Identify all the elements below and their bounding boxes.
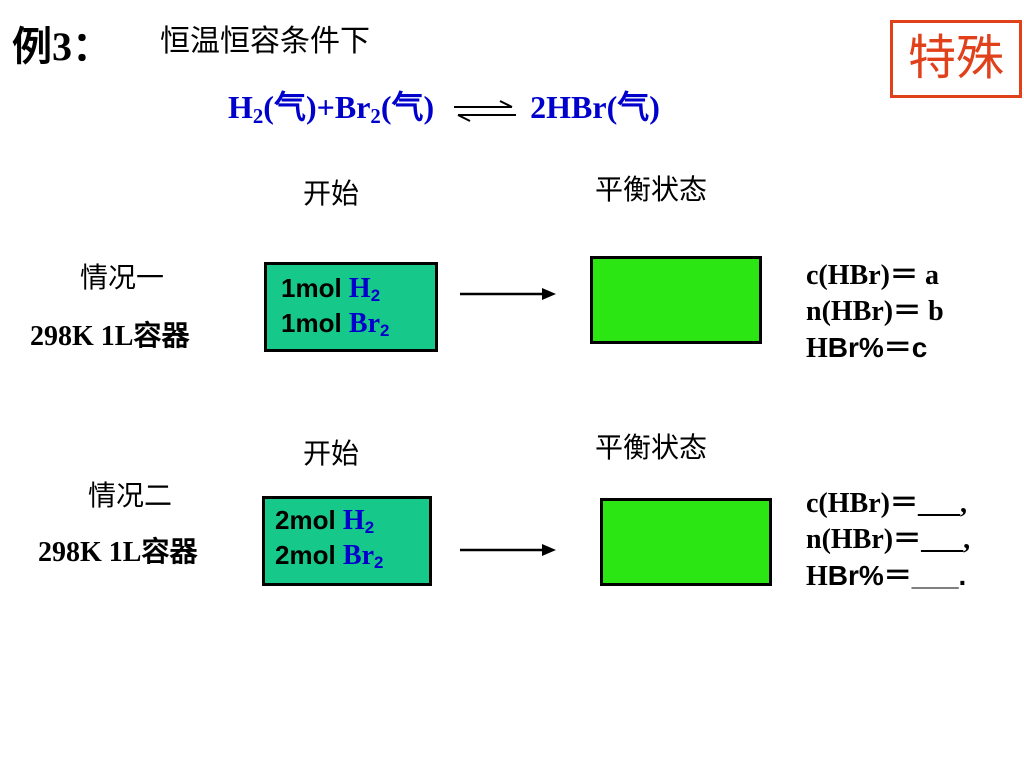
case1-start-box: 1mol H2 1mol Br2 — [264, 262, 438, 352]
case1-result-amount: n(HBr)＝ b — [806, 296, 944, 327]
case2-container: 298K 1L容器 — [38, 537, 198, 568]
case2-equilibrium-box — [600, 498, 772, 586]
equation-reactants: H2(气)+Br2(气) — [228, 89, 435, 129]
case2-reaction-arrow-icon — [460, 544, 556, 556]
case2-equilibrium-label: 平衡状态 — [595, 433, 708, 464]
equilibrium-arrow-icon — [454, 99, 517, 122]
case2-name: 情况二 — [88, 481, 173, 512]
case1-equilibrium-box — [590, 256, 762, 344]
case2-start-box: 2mol H2 2mol Br2 — [262, 496, 432, 586]
case2-results: c(HBr)＝___, n(HBr)＝___, HBr%＝___. — [806, 486, 970, 595]
case1-equilibrium-label: 平衡状态 — [595, 175, 708, 206]
case2-result-concentration: c(HBr)＝___, — [806, 488, 967, 519]
case2-start-line1: 2mol H2 — [275, 505, 375, 538]
case1-start-line1: 1mol H2 — [281, 273, 381, 306]
case2-start-label: 开始 — [303, 439, 360, 470]
equation-product: 2HBr(气) — [530, 89, 660, 125]
case2-result-percent: HBr%＝___. — [806, 560, 967, 592]
case2-start-line2: 2mol Br2 — [275, 540, 384, 573]
case1-start-line2: 1mol Br2 — [281, 308, 390, 341]
reaction-equation: H2(气)+Br2(气) 2HBr(气) — [228, 82, 660, 128]
condition-text: 恒温恒容条件下 — [160, 25, 370, 58]
case1-reaction-arrow-icon — [460, 288, 556, 300]
case1-container: 298K 1L容器 — [30, 321, 190, 352]
case1-result-percent: HBr%＝c — [806, 332, 928, 364]
case2-result-amount: n(HBr)＝___, — [806, 524, 971, 555]
case1-name: 情况一 — [80, 263, 165, 294]
case1-results: c(HBr)＝ a n(HBr)＝ b HBr%＝c — [806, 258, 944, 367]
case1-result-concentration: c(HBr)＝ a — [806, 260, 939, 291]
case1-start-label: 开始 — [303, 179, 360, 210]
special-badge: 特殊 — [890, 20, 1022, 98]
example-label: 例3： — [12, 24, 112, 69]
